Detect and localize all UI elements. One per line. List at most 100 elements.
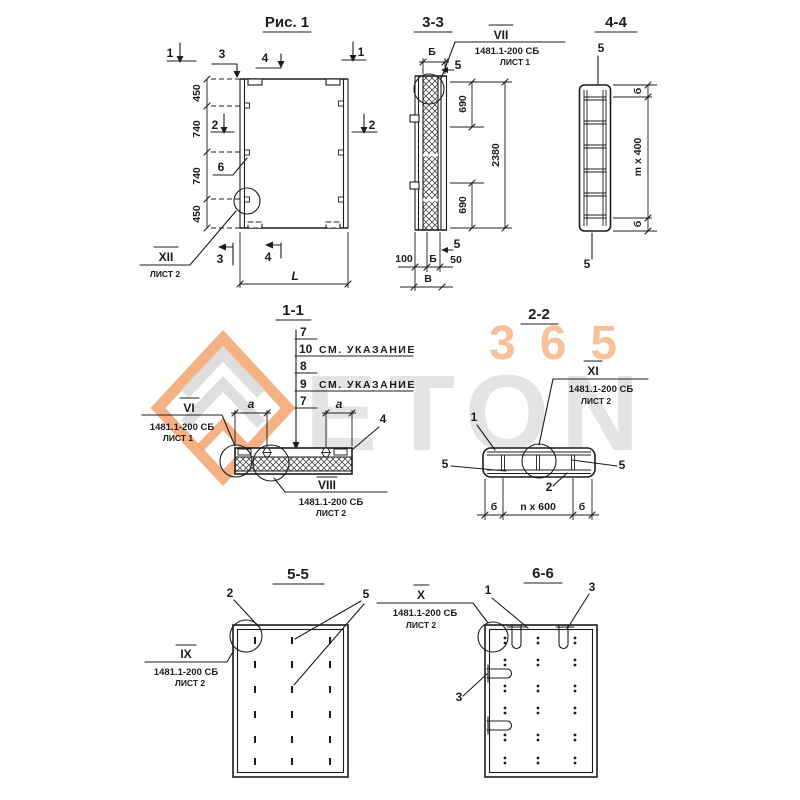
dim-mx400: m x 400	[632, 138, 644, 177]
watermark-digits: 365	[489, 317, 641, 370]
fig1-title: Рис. 1	[265, 14, 309, 31]
item-leader-6: 6	[212, 157, 248, 176]
callout-xi-code: 1481.1-200 СБ	[569, 384, 634, 395]
figure-1-panel-elevation: Рис. 1 450 740 740 450 L 1	[139, 14, 378, 288]
svg-text:1: 1	[167, 46, 174, 60]
dim-740-lower: 740	[191, 167, 203, 185]
sec11-title: 1-1	[282, 302, 304, 319]
callout-xi-sheet: ЛИСТ 2	[581, 396, 612, 406]
callout-xi-roman: XI	[587, 364, 598, 378]
label-2-22: 2	[546, 480, 553, 494]
dim-a-left: a	[248, 397, 255, 411]
label-5-55: 5	[363, 587, 370, 601]
callout-viii-sheet: ЛИСТ 2	[316, 508, 347, 518]
note-num-2: 8	[300, 359, 307, 373]
detail-circle-vi	[219, 444, 253, 478]
section-marker-1-left: 1	[166, 42, 197, 63]
pointer-5-top: 5	[455, 58, 462, 72]
note-num-1: 10	[299, 342, 313, 356]
dim-690-bottom: 690	[457, 196, 469, 214]
sec44-title: 4-4	[605, 14, 627, 31]
callout-xii-sheet: ЛИСТ 2	[150, 269, 181, 279]
dim-b-bottom-44: б	[632, 220, 644, 227]
detail-circle-vii	[413, 73, 445, 105]
section-marker-3-bottom: 3	[217, 242, 234, 266]
dim-690-top: 690	[457, 95, 469, 113]
dim-b-bottom: Б	[429, 253, 437, 265]
section-3-3: 3-3 VII 1481.1-200 СБ ЛИСТ 1 Б 5 690 690…	[395, 14, 566, 291]
dim-b-top-44: б	[632, 87, 644, 94]
watermark-word: ETON	[305, 352, 651, 473]
callout-ix-sheet: ЛИСТ 2	[175, 678, 206, 688]
callout-x-code: 1481.1-200 СБ	[393, 608, 458, 619]
svg-text:2: 2	[369, 118, 376, 132]
item-leader-4: 4	[380, 412, 387, 426]
section-marker-4-bottom: 4	[265, 241, 282, 264]
section-6-6: 6-6	[376, 565, 598, 778]
section-marker-3-top: 3	[211, 47, 241, 78]
dim-450-top: 450	[191, 84, 203, 102]
callout-x-sheet: ЛИСТ 2	[406, 620, 437, 630]
callout-vii: VII 1481.1-200 СБ ЛИСТ 1	[440, 24, 566, 80]
note-num-0: 7	[300, 325, 307, 339]
label-1-66: 1	[485, 583, 492, 597]
detail-circle-viii	[252, 444, 290, 482]
detail-circle-xii	[233, 187, 261, 215]
callout-x-roman: X	[417, 588, 425, 602]
sec55-title: 5-5	[287, 566, 309, 583]
callout-vi: VI 1481.1-200 СБ ЛИСТ 1	[141, 397, 236, 447]
section-1-1: 1-1 7 10 СМ. УКАЗАНИЕ 8 9 СМ. УКАЗАНИЕ 7	[141, 302, 416, 518]
sec33-title: 3-3	[422, 14, 444, 31]
dim-v: В	[424, 273, 432, 285]
svg-text:4: 4	[265, 250, 272, 264]
callout-x: X 1481.1-200 СБ ЛИСТ 2	[376, 584, 489, 630]
svg-text:2: 2	[212, 118, 219, 132]
detail-circle-ix	[229, 619, 263, 653]
dim-nx600: n x 600	[520, 501, 556, 513]
note-text-1: СМ. УКАЗАНИЕ	[319, 344, 416, 356]
svg-text:4: 4	[262, 51, 269, 65]
callout-ix: IX 1481.1-200 СБ ЛИСТ 2	[144, 644, 235, 688]
note-stack: 7 10 СМ. УКАЗАНИЕ 8 9 СМ. УКАЗАНИЕ 7	[292, 325, 416, 450]
dim-b-left-22: б	[491, 501, 498, 513]
rebar-hooks	[486, 625, 575, 735]
callout-xii: XII ЛИСТ 2	[139, 210, 237, 279]
callout-vi-sheet: ЛИСТ 1	[163, 433, 194, 443]
callout-viii: VIII 1481.1-200 СБ ЛИСТ 2	[273, 476, 388, 518]
callout-xii-roman: XII	[159, 250, 174, 264]
svg-text:3: 3	[219, 47, 226, 61]
svg-text:3: 3	[217, 252, 224, 266]
anchor-dot-grid	[503, 636, 577, 765]
section-2-2: 2-2 XI 1481.1-200 СБ ЛИСТ 2 1 5 5 2 б n …	[442, 306, 649, 520]
label-3-top-66: 3	[589, 580, 596, 594]
svg-text:6: 6	[218, 160, 225, 174]
callout-viii-code: 1481.1-200 СБ	[299, 497, 364, 508]
label-5-right-22: 5	[619, 458, 626, 472]
dim-50: 50	[450, 254, 462, 266]
label-2-55: 2	[227, 586, 234, 600]
dim-450-bottom: 450	[191, 205, 203, 223]
note-num-3: 9	[300, 377, 307, 391]
dim-length-L: L	[291, 269, 298, 283]
callout-vi-code: 1481.1-200 СБ	[150, 422, 215, 433]
detail-circle-xi	[521, 443, 557, 479]
beton-chevron-logo-icon	[150, 329, 296, 487]
section-marker-2-left: 2	[210, 113, 235, 134]
sec22-title: 2-2	[528, 306, 550, 323]
detail-circle-x	[477, 621, 509, 653]
dim-100: 100	[395, 253, 413, 265]
section-marker-2-right: 2	[351, 113, 378, 134]
label-3-left-66: 3	[456, 690, 463, 704]
label-5-bottom: 5	[584, 257, 591, 271]
dim-b-top: Б	[428, 46, 436, 58]
section-marker-4-top: 4	[255, 51, 285, 69]
svg-text:1: 1	[358, 45, 365, 59]
sec66-title: 6-6	[532, 565, 554, 582]
label-5-top: 5	[598, 41, 605, 55]
dim-b-right-22: б	[579, 501, 586, 513]
dim-740-upper: 740	[191, 120, 203, 138]
note-num-4: 7	[300, 394, 307, 408]
section-marker-1-right: 1	[341, 41, 367, 62]
